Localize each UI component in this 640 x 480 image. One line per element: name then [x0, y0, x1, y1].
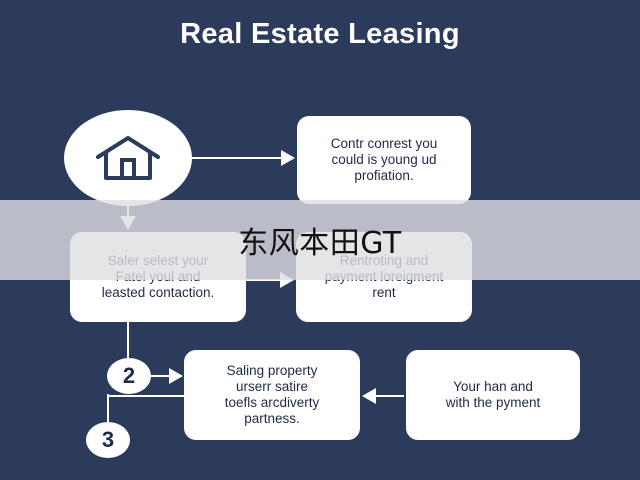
step-number-3: 3: [86, 422, 130, 458]
house-icon: [96, 136, 160, 180]
watermark-banner: 东风本田GT: [0, 200, 640, 280]
home-circle: [64, 110, 192, 206]
step-box-5: Your han and with the pyment: [406, 350, 580, 440]
diagram-title: Real Estate Leasing: [180, 18, 460, 50]
step-box-4: Saling property urserr satire toefls arc…: [184, 350, 360, 440]
banner-text: 东风本田GT: [238, 226, 402, 261]
step-number-2: 2: [107, 358, 151, 394]
step-box-1: Contr conrest you could is young ud prof…: [297, 116, 471, 204]
line-box4-to-num3: [107, 395, 184, 412]
